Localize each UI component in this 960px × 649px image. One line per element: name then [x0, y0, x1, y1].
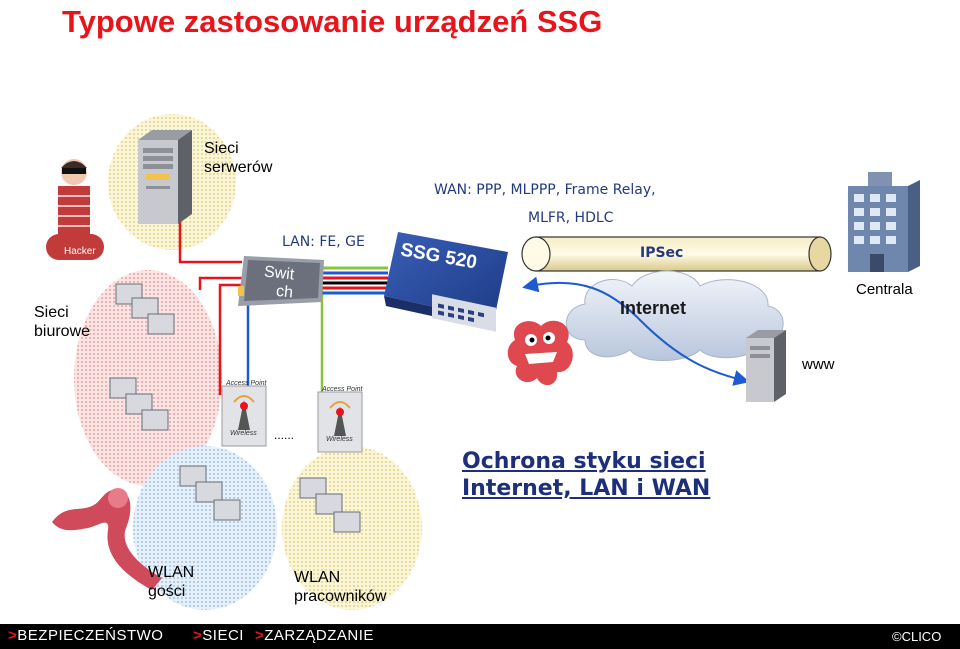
staff-pcs: [299, 477, 361, 533]
ap2-wireless-label: Wireless: [326, 436, 353, 443]
trunk-links: [320, 266, 388, 295]
server-networks-line2: serwerów: [204, 159, 273, 176]
www-server: [746, 330, 786, 402]
ssg-device: [384, 232, 508, 332]
ipsec-label: IPSec: [640, 245, 684, 261]
hacker-label: Hacker: [64, 246, 96, 257]
access-point-2: [317, 391, 363, 453]
footer-nav-security-text: BEZPIECZEŃSTWO: [17, 627, 164, 644]
guest-wlan-zone: [133, 446, 277, 610]
footer-nav-management: >ZARZĄDZANIE: [255, 627, 374, 644]
footer-nav-networks-text: SIECI: [202, 627, 244, 644]
server-networks-label: Sieci serwerów: [204, 139, 272, 177]
more-access-points-dots: ......: [274, 428, 295, 442]
page-title: Typowe zastosowanie urządzeń SSG: [62, 4, 603, 39]
footer-nav-arrow: >: [8, 627, 18, 644]
office-pcs: [109, 283, 175, 431]
staff-wlan-line1: WLAN: [294, 569, 341, 586]
slogan-line1: Ochrona styku sieci: [462, 449, 706, 474]
slogan-line2: Internet, LAN i WAN: [462, 476, 711, 501]
footer-nav-management-text: ZARZĄDZANIE: [264, 627, 374, 644]
switch-label-line1: Swit: [263, 263, 296, 284]
guest-wlan-label: WLAN gości: [148, 563, 194, 601]
ap1-label: Access Point: [226, 380, 267, 387]
footer-nav-arrow: >: [193, 627, 203, 644]
office-networks-line2: biurowe: [34, 323, 91, 340]
worm-creature: [52, 488, 162, 590]
internet-label: Internet: [620, 298, 687, 318]
wan-label-line1: WAN: PPP, MLPPP, Frame Relay,: [434, 182, 656, 198]
ipsec-arrow: [522, 276, 750, 386]
hacker-figure: [46, 159, 104, 260]
footer-nav-arrow: >: [255, 627, 265, 644]
footer-copyright: ©CLICO: [892, 629, 942, 644]
office-networks-line1: Sieci: [34, 304, 69, 321]
www-label: www: [802, 356, 835, 373]
staff-wlan-label: WLAN pracowników: [294, 568, 386, 606]
lan-links: [178, 205, 324, 395]
hq-building: [848, 172, 920, 272]
lan-label: LAN: FE, GE: [282, 234, 365, 250]
switch: [238, 256, 324, 306]
server-tower: [138, 130, 192, 224]
wan-label-line2: MLFR, HDLC: [528, 210, 614, 226]
footer-nav-networks: >SIECI: [193, 627, 244, 644]
guest-wlan-line2: gości: [148, 583, 186, 600]
ipsec-tunnel: [521, 236, 832, 272]
access-point-1: [221, 385, 267, 447]
guest-wlan-line1: WLAN: [148, 564, 195, 581]
footer-nav-security: >BEZPIECZEŃSTWO: [8, 627, 163, 644]
footer-bar: [0, 624, 960, 649]
server-networks-line1: Sieci: [204, 140, 239, 157]
slogan: Ochrona styku sieci Internet, LAN i WAN: [462, 448, 710, 502]
guest-pcs: [179, 465, 241, 521]
virus-monster: [507, 320, 573, 386]
office-zone: [74, 270, 222, 486]
switch-label: Swit ch: [261, 263, 295, 302]
switch-label-line2: ch: [275, 282, 294, 302]
ap1-wireless-label: Wireless: [230, 430, 257, 437]
office-networks-label: Sieci biurowe: [34, 303, 90, 341]
hq-label: Centrala: [856, 281, 913, 298]
ap2-label: Access Point: [322, 386, 363, 393]
staff-wlan-line2: pracowników: [294, 588, 387, 605]
